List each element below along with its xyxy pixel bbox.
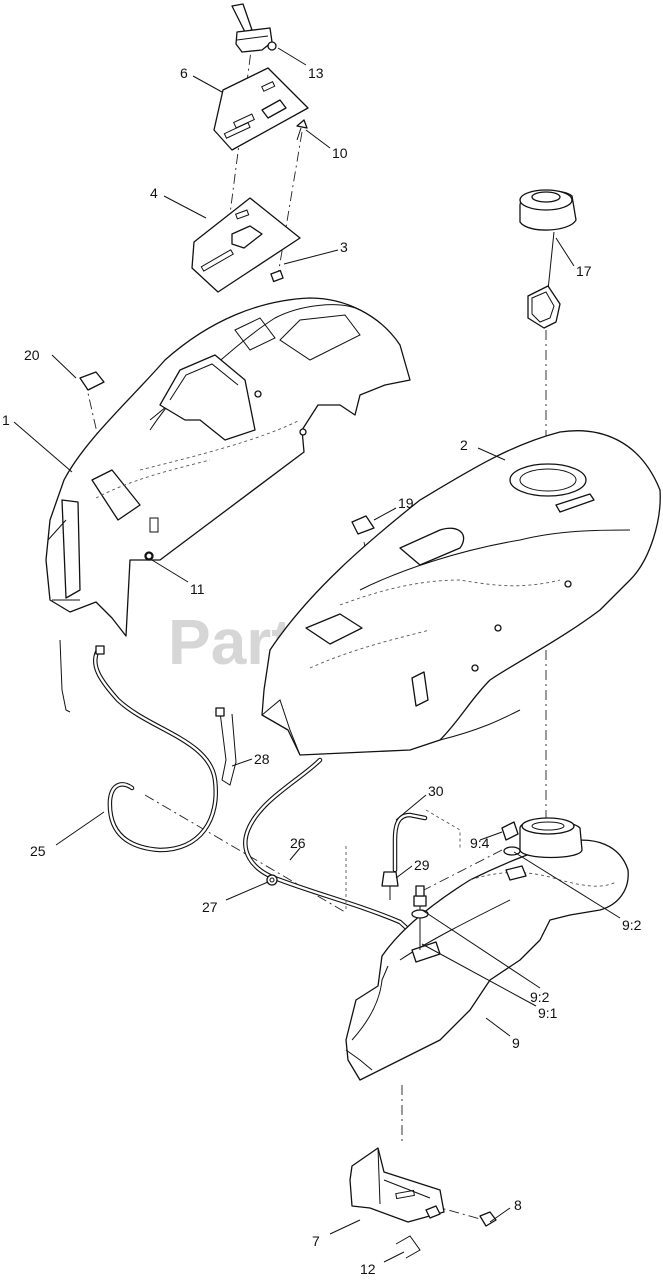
leader-lines: [13, 47, 621, 1263]
part-9-fuel-tank: [345, 817, 629, 1081]
part-4-mounting-bracket: [191, 197, 301, 293]
part-3-clip: [270, 269, 284, 283]
callout-9-2-upper: 9:2: [622, 917, 642, 933]
part-28-cable-tie: [215, 707, 237, 786]
part-19-cap: [351, 515, 375, 535]
part-2-fender-body: [261, 430, 661, 756]
callout-labels: 13 6 10 4 3 17 20 1 2 19 11 28 25 26 30 …: [2, 65, 642, 1277]
callout-7: 7: [312, 1233, 320, 1249]
callout-30: 30: [428, 783, 444, 799]
part-12-spring-clip: [395, 1235, 421, 1259]
callout-28: 28: [254, 751, 270, 767]
part-27-clamp: [266, 874, 278, 886]
callout-26: 26: [290, 835, 306, 851]
part-7-heat-shield: [349, 1147, 445, 1223]
callout-8: 8: [514, 1197, 522, 1213]
part-9-1-fuel-pickup: [413, 885, 427, 950]
callout-3: 3: [340, 239, 348, 255]
part-20-cap: [79, 371, 105, 391]
callout-11: 11: [190, 581, 205, 597]
part-6-control-plate: [213, 67, 309, 151]
callout-10: 10: [332, 145, 348, 161]
callout-9-4: 9:4: [470, 835, 490, 851]
callout-13: 13: [308, 65, 324, 81]
callout-20: 20: [24, 347, 40, 363]
part-30-vent-hose: [392, 809, 461, 873]
callout-17: 17: [576, 263, 592, 279]
part-1-console-cover: [45, 297, 411, 637]
callout-4: 4: [150, 185, 158, 201]
callout-29: 29: [414, 857, 430, 873]
part-26-fuel-line: [243, 757, 423, 943]
part-11-fastener: [145, 552, 153, 560]
callout-1: 1: [2, 412, 10, 428]
callout-9-1: 9:1: [538, 1005, 558, 1021]
part-9-4-vent-fitting: [501, 821, 519, 841]
callout-27: 27: [202, 899, 218, 915]
callout-6: 6: [180, 65, 188, 81]
part-10-screw: [296, 119, 308, 141]
callout-25: 25: [30, 843, 46, 859]
part-17-fuel-cap: [519, 189, 577, 329]
callout-19: 19: [398, 495, 414, 511]
callout-12: 12: [360, 1261, 376, 1277]
callout-2: 2: [460, 437, 468, 453]
part-25-wire-harness: [59, 639, 218, 853]
callout-9-2-lower: 9:2: [530, 989, 550, 1005]
callout-9: 9: [512, 1035, 520, 1051]
part-29-fitting: [345, 846, 399, 912]
part-8-bolt: [479, 1211, 497, 1227]
part-13-shift-lever: [231, 3, 277, 53]
